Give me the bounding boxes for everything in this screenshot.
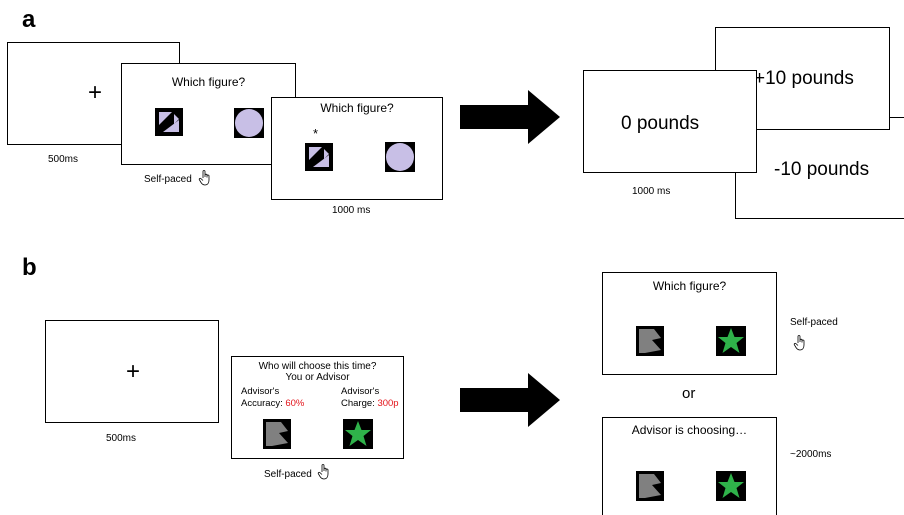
star-figure-icon (716, 326, 746, 356)
loss-amount: -10 pounds (774, 159, 870, 180)
right-arrow-icon (460, 373, 560, 427)
outcome-duration: 1000 ms (632, 186, 671, 197)
choice-screen: Which figure? (121, 63, 296, 165)
circle-figure-icon (385, 142, 415, 172)
self-choice-question: Which figure? (652, 279, 727, 293)
circle-figure-icon (234, 108, 264, 138)
panel-a-label: a (22, 6, 36, 33)
fixation-cross: + (88, 79, 103, 106)
loss-outcome-screen: -10 pounds (735, 117, 904, 219)
choice-question: Which figure? (171, 75, 246, 89)
offer-options: You or Advisor (285, 372, 350, 383)
gray-shape-figure-icon (636, 326, 664, 356)
advisor-choosing-timing: ~2000ms (790, 449, 832, 460)
self-choice-screen: Which figure? (602, 272, 777, 375)
fixation-cross: + (126, 358, 141, 385)
star-figure-icon (716, 471, 746, 501)
charge-value: 300p (377, 398, 399, 409)
feedback-question: Which figure? (320, 101, 394, 115)
fixation-duration-b: 500ms (106, 433, 137, 444)
accuracy-value: 60% (285, 398, 305, 409)
charge-label-line1: Advisor's (341, 386, 380, 397)
accuracy-label-line2: Accuracy: (241, 398, 286, 409)
feedback-screen: Which figure? * (271, 97, 443, 200)
gray-shape-figure-icon (263, 419, 291, 449)
choice-caption: Self-paced (144, 174, 192, 185)
hand-pointer-icon (317, 464, 329, 480)
feedback-duration: 1000 ms (332, 205, 371, 216)
advisor-charge: Advisor's Charge: 300p (341, 386, 399, 410)
gray-shape-figure-icon (636, 471, 664, 501)
advisor-accuracy: Advisor's Accuracy: 60% (241, 386, 304, 410)
charge-label-line2: Charge: (341, 398, 378, 409)
self-choice-timing: Self-paced (790, 317, 838, 328)
or-text: or (682, 385, 696, 402)
star-figure-icon (343, 419, 373, 449)
accuracy-label-line1: Advisor's (241, 386, 280, 397)
abstract-figure-icon (305, 143, 333, 171)
abstract-figure-icon (155, 108, 183, 136)
fixation-duration-a: 500ms (48, 154, 79, 165)
advisor-offer-screen: Who will choose this time? You or Adviso… (231, 356, 404, 459)
fixation-screen-b: + (45, 320, 219, 423)
offer-question: Who will choose this time? (258, 361, 377, 372)
right-arrow-icon (460, 90, 560, 144)
offer-caption: Self-paced (264, 469, 312, 480)
neutral-amount: 0 pounds (621, 113, 700, 134)
advisor-choosing-text: Advisor is choosing… (631, 423, 748, 437)
hand-pointer-icon (793, 335, 805, 351)
gain-amount: +10 pounds (754, 68, 854, 89)
hand-pointer-icon (198, 170, 210, 186)
neutral-outcome-screen: 0 pounds (583, 70, 757, 173)
advisor-choosing-screen: Advisor is choosing… (602, 417, 777, 515)
panel-b-label: b (22, 254, 37, 281)
selection-marker: * (313, 126, 319, 141)
